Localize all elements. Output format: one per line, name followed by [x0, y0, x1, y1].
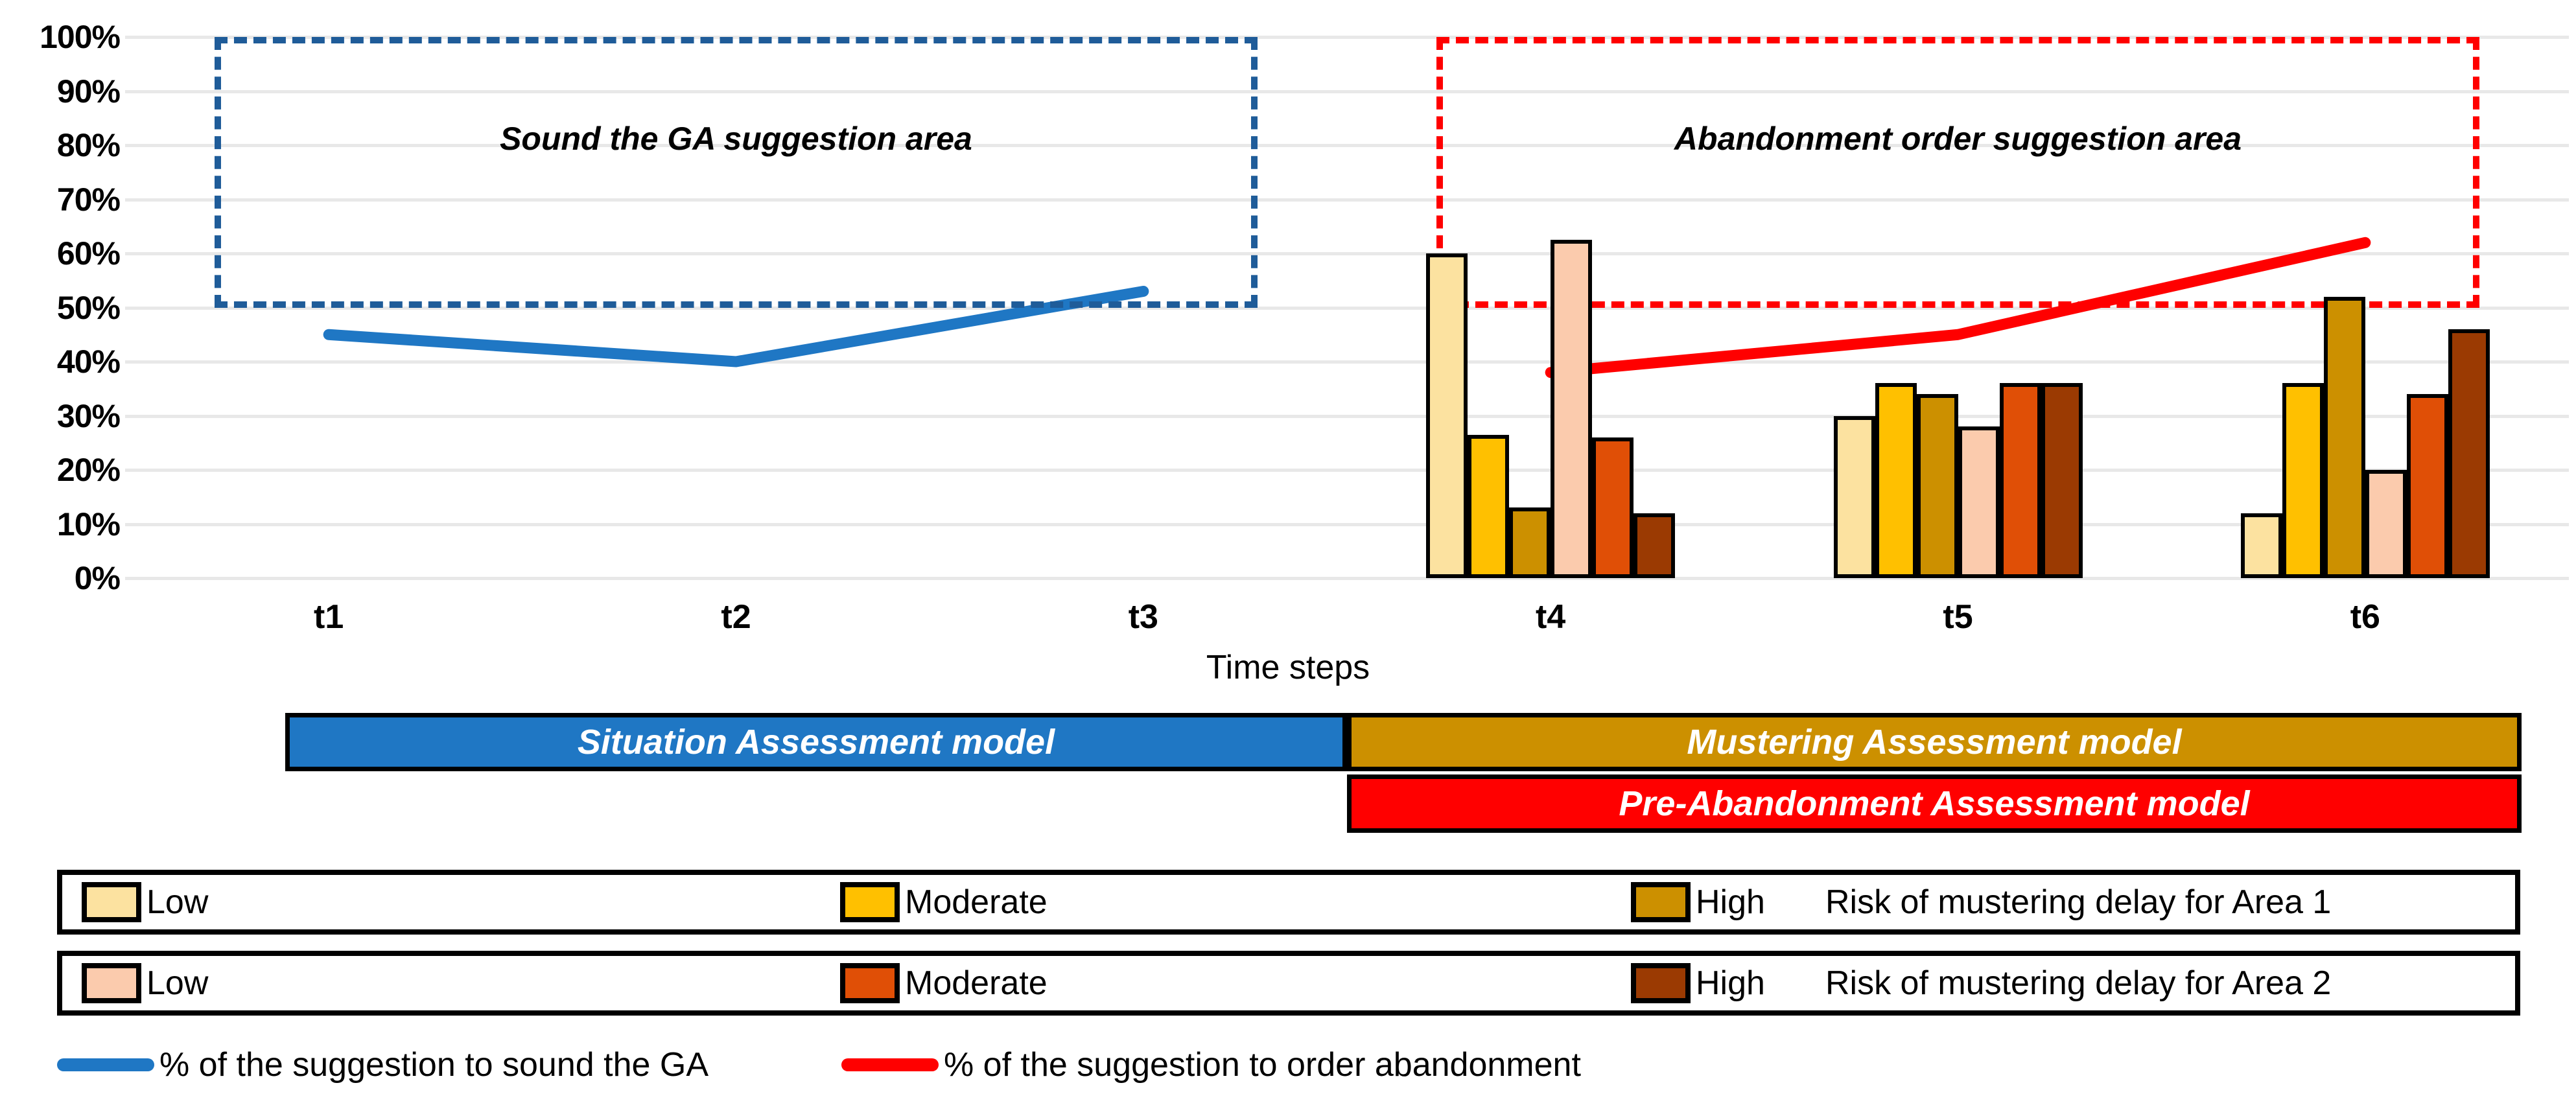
bar-group-t6 [2240, 37, 2490, 578]
legend-row-area1: Low Moderate High Risk of mustering delay f… [57, 870, 2520, 935]
x-axis-tick-t5: t5 [1943, 598, 1973, 636]
x-axis-tick-t4: t4 [1536, 598, 1566, 636]
gridline-100 [125, 36, 2569, 39]
bar-t6-risk-of-mustering-delay-for-area-1-low [2240, 513, 2282, 578]
legend-area2-label-moderate: Moderate [905, 964, 1048, 1002]
bar-t4-risk-of-mustering-delay-for-area-2-high [1633, 513, 1676, 578]
callout-box-sound-ga: Sound the GA suggestion area [215, 37, 1258, 308]
plot-region: Sound the GA suggestion area Abandonment … [125, 36, 2569, 580]
situation-assessment-model-bar: Situation Assessment model [285, 713, 1347, 771]
legend-area1-swatch-low [82, 882, 141, 922]
bar-t4-risk-of-mustering-delay-for-area-2-low [1551, 240, 1593, 578]
gridline-70 [125, 198, 2569, 202]
gridline-0 [125, 577, 2569, 580]
bar-t5-risk-of-mustering-delay-for-area-2-low [1958, 426, 2000, 578]
legend-area1-label-moderate: Moderate [905, 883, 1048, 921]
legend-area2-swatch-low [82, 963, 141, 1003]
legend-area1-item-moderate: Moderate [840, 882, 1048, 922]
bar-t5-risk-of-mustering-delay-for-area-1-low [1833, 415, 1875, 578]
legend-area1-label-low: Low [146, 883, 209, 921]
bar-t4-risk-of-mustering-delay-for-area-1-high [1509, 507, 1551, 578]
y-axis-tick-80: 80% [56, 127, 121, 163]
y-axis-tick-0: 0% [74, 560, 121, 596]
bar-t5-risk-of-mustering-delay-for-area-2-high [2041, 383, 2083, 578]
mustering-assessment-model-bar: Mustering Assessment model [1347, 713, 2522, 771]
mustering-assessment-model-bar-label: Mustering Assessment model [1687, 723, 2182, 762]
x-axis-tick-t1: t1 [314, 598, 344, 636]
gridline-20 [125, 469, 2569, 472]
gridline-60 [125, 252, 2569, 255]
model-phase-bars: Situation Assessment model Mustering Asse… [0, 713, 2576, 852]
bar-t5-risk-of-mustering-delay-for-area-1-moderate [1875, 383, 1917, 578]
legend-area1-swatch-high [1631, 882, 1691, 922]
bar-group-t4 [1426, 37, 1676, 578]
gridline-10 [125, 522, 2569, 526]
bar-t6-risk-of-mustering-delay-for-area-1-high [2323, 296, 2365, 578]
callout-box-abandonment: Abandonment order suggestion area [1436, 37, 2479, 308]
legend-area2-swatch-high [1631, 963, 1691, 1003]
pre-abandonment-assessment-model-bar: Pre-Abandonment Assessment model [1347, 774, 2522, 833]
legend-area1-caption: Risk of mustering delay for Area 1 [1825, 883, 2332, 921]
y-axis-tick-100: 100% [40, 19, 121, 55]
legend-row-area2: Low Moderate High Risk of mustering delay f… [57, 951, 2520, 1016]
legend-area1-swatch-moderate [840, 882, 900, 922]
y-axis-tick-30: 30% [56, 397, 121, 434]
legend-area2-item-high: High [1631, 963, 1765, 1003]
legend-area2-caption: Risk of mustering delay for Area 2 [1825, 964, 2332, 1002]
line-legend-item-sound-ga: % of the suggestion to sound the GA [57, 1036, 708, 1094]
line-legend-swatch-order-abandonment [841, 1058, 939, 1071]
legend-area2-swatch-moderate [840, 963, 900, 1003]
y-axis-tick-90: 90% [56, 73, 121, 110]
line-series-sound-ga [323, 285, 1149, 367]
y-axis-tick-70: 70% [56, 181, 121, 218]
bar-group-t5 [1833, 37, 2083, 578]
bar-t4-risk-of-mustering-delay-for-area-1-low [1426, 253, 1468, 578]
y-axis-tick-10: 10% [56, 506, 121, 542]
gridline-80 [125, 144, 2569, 147]
x-axis-tick-t3: t3 [1128, 598, 1158, 636]
line-legend-swatch-sound-ga [57, 1058, 154, 1071]
x-axis-tick-t6: t6 [2350, 598, 2380, 636]
legend-area1-item-high: High [1631, 882, 1765, 922]
y-axis-tick-20: 20% [56, 452, 121, 488]
line-series-layer [323, 237, 2371, 378]
bar-t6-risk-of-mustering-delay-for-area-2-moderate [2406, 394, 2448, 578]
legend-area2-item-moderate: Moderate [840, 963, 1048, 1003]
chart-area: 100% 90% 80% 70% 60% 50% 40% 30% 20% 10% 0% Sound … [0, 0, 2569, 686]
callout-box-abandonment-label: Abandonment order suggestion area [1674, 121, 2242, 157]
legend-area2-item-low: Low [82, 963, 208, 1003]
legend-area2-label-low: Low [146, 964, 209, 1002]
bar-t4-risk-of-mustering-delay-for-area-2-moderate [1592, 437, 1634, 578]
bar-t6-risk-of-mustering-delay-for-area-1-moderate [2282, 383, 2324, 578]
line-legend-label-order-abandonment: % of the suggestion to order abandonment [944, 1046, 1581, 1084]
y-axis-tick-40: 40% [56, 343, 121, 380]
bar-t5-risk-of-mustering-delay-for-area-1-high [1916, 394, 1958, 578]
y-axis-tick-50: 50% [56, 289, 121, 326]
legend-area1-label-high: High [1696, 883, 1765, 921]
x-axis-tick-t2: t2 [721, 598, 751, 636]
gridline-90 [125, 89, 2569, 93]
gridline-40 [125, 360, 2569, 364]
gridline-50 [125, 306, 2569, 310]
y-axis-tick-labels: 100% 90% 80% 70% 60% 50% 40% 30% 20% 10% 0% [0, 0, 121, 596]
line-series-order-abandonment [1545, 237, 2371, 378]
bar-t4-risk-of-mustering-delay-for-area-1-moderate [1468, 434, 1510, 578]
line-legend-label-sound-ga: % of the suggestion to sound the GA [159, 1046, 709, 1084]
gridline-30 [125, 414, 2569, 418]
bar-t5-risk-of-mustering-delay-for-area-2-moderate [1999, 383, 2041, 578]
pre-abandonment-assessment-model-bar-label: Pre-Abandonment Assessment model [1619, 784, 2250, 823]
legend-area1-item-low: Low [82, 882, 208, 922]
bar-t6-risk-of-mustering-delay-for-area-2-low [2365, 470, 2407, 578]
bar-t6-risk-of-mustering-delay-for-area-2-high [2448, 329, 2490, 578]
legend-row-lines: % of the suggestion to sound the GA % of … [57, 1036, 2520, 1094]
x-axis-title: Time steps [1206, 649, 1370, 686]
line-legend-item-order-abandonment: % of the suggestion to order abandonment [841, 1036, 1581, 1094]
legend-area2-label-high: High [1696, 964, 1765, 1002]
callout-box-sound-ga-label: Sound the GA suggestion area [500, 121, 972, 157]
situation-assessment-model-bar-label: Situation Assessment model [577, 723, 1055, 762]
y-axis-tick-60: 60% [56, 235, 121, 272]
